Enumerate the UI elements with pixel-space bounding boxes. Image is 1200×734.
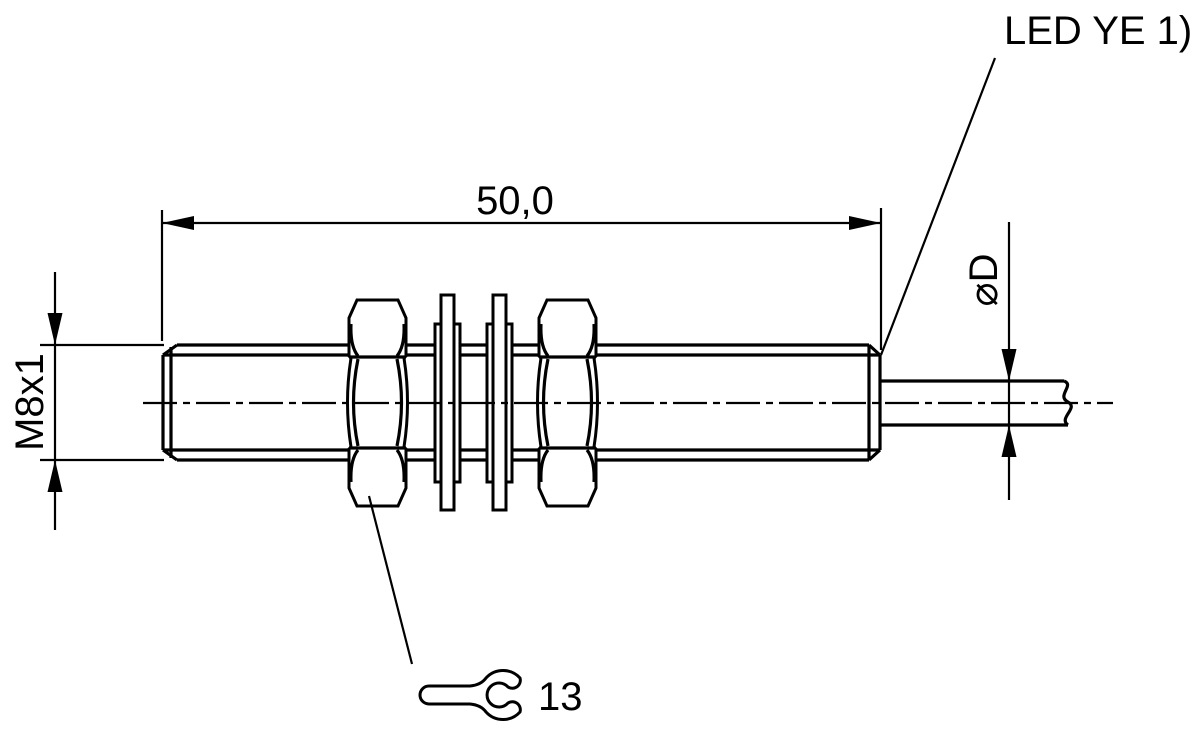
- arrowhead-top-icon: [1001, 349, 1017, 381]
- cable-diameter-dimension: ⌀D: [962, 222, 1017, 500]
- length-dimension-label: 50,0: [476, 179, 554, 223]
- length-dimension: 50,0: [160, 179, 883, 350]
- arrowhead-bottom-icon: [1001, 425, 1017, 457]
- led-leader-line: [879, 57, 997, 356]
- arrowhead-top-icon: [47, 313, 63, 345]
- arrowhead-bottom-icon: [47, 460, 63, 492]
- wrench-size-label: 13: [538, 675, 583, 719]
- wrench-annotation: 13: [367, 495, 583, 722]
- thread-dimension-label: M8x1: [8, 353, 52, 451]
- front-chamfer: [162, 343, 178, 462]
- rear-chamfer: [867, 343, 882, 462]
- thread-dimension: M8x1: [8, 272, 164, 530]
- arrowhead-left-icon: [162, 216, 194, 230]
- open-end-wrench-icon: [418, 668, 522, 722]
- sensor-barrel: [161, 343, 882, 462]
- led-annotation: LED YE 1): [879, 9, 1192, 356]
- led-label: LED YE 1): [1004, 9, 1192, 53]
- wrench-leader-line: [367, 495, 414, 665]
- cable-diameter-label: ⌀D: [962, 254, 1006, 307]
- arrowhead-right-icon: [849, 216, 881, 230]
- hex-nut-face-lines: [349, 355, 406, 450]
